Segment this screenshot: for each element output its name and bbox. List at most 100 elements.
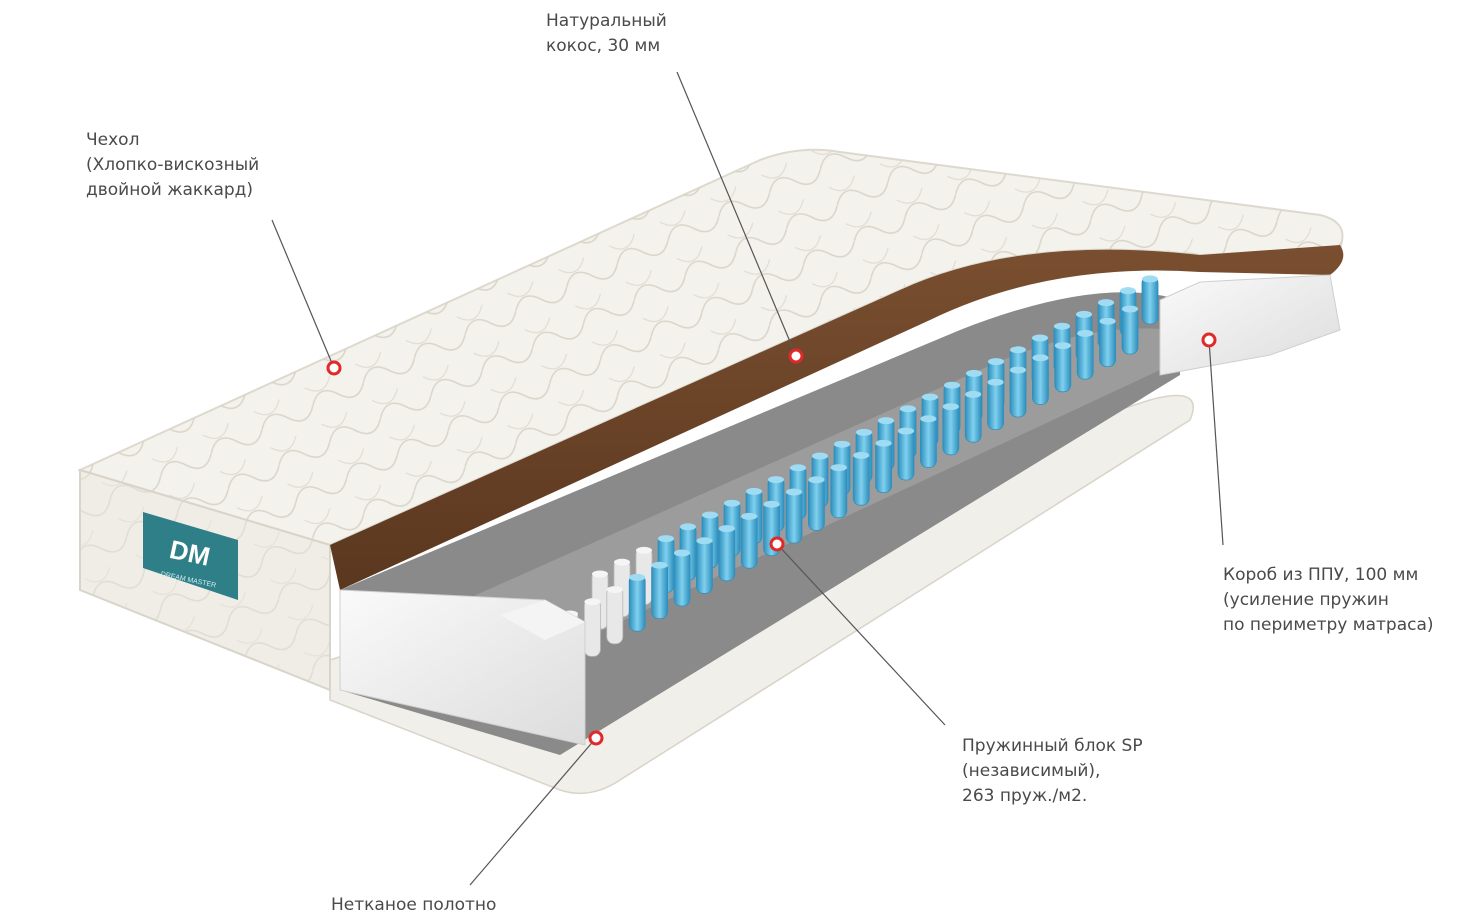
spring-coil [651, 561, 668, 620]
label-box-line1: Короб из ППУ, 100 мм [1223, 565, 1419, 585]
foam-box-front [339, 589, 586, 746]
spring-coil [1054, 342, 1072, 393]
leader-felt [469, 737, 597, 886]
spring-coil [964, 390, 982, 443]
spring-coil [1032, 354, 1049, 405]
spring-coil-top [1054, 322, 1070, 330]
spring-coil-top [834, 440, 850, 448]
spring-coil-top [875, 439, 892, 447]
spring-coil-top [812, 452, 828, 460]
spring-coil [1009, 366, 1027, 418]
spring-coil-top [1054, 342, 1071, 350]
spring-coil [897, 427, 915, 481]
spring-coil [1121, 305, 1139, 355]
spring-coil [785, 488, 803, 544]
spring-coil-top [768, 476, 784, 484]
spring-coil [628, 574, 646, 632]
spring-coil-top [696, 537, 713, 545]
spring-coil-top [944, 381, 960, 389]
leader-cover [271, 219, 335, 369]
spring-coil-top [680, 523, 696, 531]
label-cover: Чехол (Хлопко-вискозный двойной жаккард) [86, 128, 259, 203]
foam-box-front-top [500, 600, 585, 640]
foam-box-back [1159, 274, 1341, 376]
spring-coil-top [808, 476, 825, 484]
spring-coil-top [920, 415, 937, 423]
spring-coil [942, 403, 960, 456]
spring-coil-top [856, 428, 872, 436]
label-springs-line1: Пружинный блок SP [962, 736, 1143, 756]
spring-coil-top [636, 546, 652, 554]
spring-coil-top [1099, 317, 1116, 325]
marker-cover [326, 360, 342, 376]
spring-coil-top [763, 500, 780, 508]
spring-coil-top [1098, 299, 1114, 307]
label-foam-box: Короб из ППУ, 100 мм (усиление пружин по… [1223, 563, 1434, 638]
spring-coil-top [987, 378, 1004, 386]
spring-coil-top [790, 464, 806, 472]
spring-coil-top [614, 558, 630, 566]
markers [326, 332, 1217, 746]
spring-coil-top [658, 535, 674, 543]
spring-coil-top [724, 499, 740, 507]
spring-coil [606, 586, 624, 645]
spring-coil-top [1122, 305, 1138, 313]
spring-coil-top [965, 390, 982, 398]
leader-coconut [676, 71, 797, 357]
spring-coil-top [1010, 346, 1026, 354]
marker-felt [588, 730, 604, 746]
label-cover-line1: Чехол [86, 130, 140, 150]
label-coconut: Натуральный кокос, 30 мм [546, 9, 667, 59]
spring-coil-top [1120, 287, 1136, 295]
marker-box [1201, 332, 1217, 348]
spring-coil-top [592, 570, 608, 578]
spring-coil-top [606, 586, 623, 594]
spring-coil [1076, 329, 1094, 380]
spring-coil-top [900, 405, 916, 413]
label-cover-line3: двойной жаккард) [86, 180, 254, 200]
spring-coil-top [1076, 310, 1092, 318]
label-felt-line1: Нетканое полотно [331, 895, 497, 915]
spring-coil-top [1010, 366, 1026, 374]
spring-coil-top [988, 358, 1004, 366]
spring-coil-top [922, 393, 938, 401]
mattress-top-quilting [80, 149, 1343, 546]
spring-coil [740, 513, 758, 569]
leader-lines [271, 71, 1224, 886]
marker-coconut [788, 348, 804, 364]
label-springs-line3: 263 пруж./м2. [962, 786, 1088, 806]
spring-coil [920, 415, 937, 468]
spring-coil [673, 549, 691, 607]
spring-coil-top [651, 561, 668, 569]
spring-coil-top [878, 417, 894, 425]
spring-coil [987, 378, 1004, 431]
spring-coil-top [853, 451, 870, 459]
spring-coil [1141, 275, 1159, 325]
spring-coil-top [629, 573, 646, 581]
marker-springs [769, 536, 785, 552]
spring-coil-top [786, 488, 802, 496]
spring-coil-top [1077, 329, 1094, 337]
label-springs: Пружинный блок SP (независимый), 263 пру… [962, 734, 1143, 809]
leader-springs [776, 543, 946, 726]
spring-coil-top [584, 598, 601, 606]
spring-coil [1099, 317, 1116, 368]
spring-coil-top [674, 549, 690, 557]
spring-coil-top [966, 369, 982, 377]
label-box-line2: (усиление пружин [1223, 590, 1389, 610]
spring-coil-top [1032, 334, 1048, 342]
spring-coil-top [746, 487, 762, 495]
spring-coil [830, 464, 848, 519]
spring-coil-top [741, 512, 758, 520]
spring-coil-top [1142, 275, 1158, 283]
spring-coil [875, 439, 892, 494]
label-cover-line2: (Хлопко-вискозный [86, 155, 260, 175]
spring-coil [696, 537, 713, 594]
spring-coil-top [830, 464, 847, 472]
spring-coil-top [898, 427, 914, 435]
spring-coil-top [1032, 354, 1049, 362]
spring-coil [852, 451, 870, 506]
label-springs-line2: (независимый), [962, 761, 1101, 781]
label-coconut-line1: Натуральный [546, 11, 667, 31]
